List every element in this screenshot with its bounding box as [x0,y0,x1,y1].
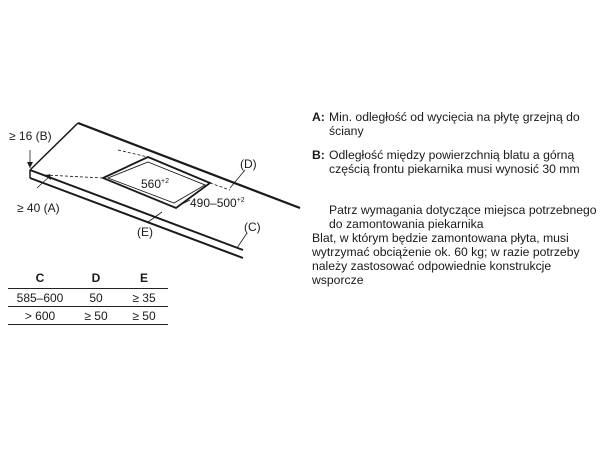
note-a: A: Min. odległość od wycięcia na płytę g… [312,110,597,138]
dashed-line-left [44,174,104,179]
worktop-front-bottom-edge [29,177,244,259]
label-c: (C) [244,220,261,234]
leader-d [229,169,246,189]
hob-cutout-inner [106,161,207,204]
cutout-depth-value: 490–500 [190,196,237,210]
table-cell: ≥ 50 [132,308,156,323]
dashed-line-back [117,149,149,158]
table-cell: > 600 [24,308,56,323]
note-worktop-load: Blat, w którym będzie zamontowana płyta,… [312,231,580,287]
arrow-a [45,174,51,180]
table-row: > 600 ≥ 50 ≥ 50 [8,307,168,325]
note-a-key: A: [312,110,325,124]
table-row: 585–600 50 ≥ 35 [8,289,168,307]
worktop-back-edge [77,121,301,210]
dimensions-table: C D E 585–600 50 ≥ 35 > 600 ≥ 50 ≥ 50 [8,270,168,325]
cutout-depth-tolerance: +2 [237,197,245,204]
label-e: (E) [137,225,153,239]
dashed-line-right [209,182,231,191]
table-cell: 585–600 [16,290,64,305]
leader-e [147,211,163,223]
arrow-b [27,162,33,168]
note-oven-space: Patrz wymagania dotyczące miejsca potrze… [329,203,597,231]
note-b-key: B: [312,148,325,162]
table-cell: ≥ 35 [132,290,156,305]
cutout-width-label: 560+2 [141,177,169,191]
table-header-row: C D E [8,270,168,289]
note-b: B: Odległość między powierzchnią blatu a… [312,148,597,176]
note-a-text: Min. odległość od wycięcia na płytę grze… [329,110,580,138]
cutout-width-value: 560 [141,177,161,191]
column-header-d: D [91,271,101,285]
label-b-top: ≥ 16 (B) [9,129,52,143]
installation-notes: A: Min. odległość od wycięcia na płytę g… [312,110,597,287]
column-header-e: E [139,271,148,285]
hob-cutout [100,156,212,210]
label-d: (D) [240,157,257,171]
label-a-left: ≥ 40 (A) [17,201,60,215]
worktop-drawing [27,121,301,259]
cutout-width-tolerance: +2 [161,178,169,185]
table-cell: ≥ 50 [84,308,108,323]
leader-depth [179,199,191,206]
worktop-front-top-edge [29,169,244,251]
column-header-c: C [35,271,45,285]
leader-c [236,232,248,249]
cutout-depth-label: 490–500+2 [190,196,245,210]
note-b-text: Odległość między powierzchnią blatu a gó… [329,148,580,176]
dimension-line-a [36,175,51,189]
worktop-left-top-edge [29,122,79,171]
table-cell: 50 [89,290,103,305]
